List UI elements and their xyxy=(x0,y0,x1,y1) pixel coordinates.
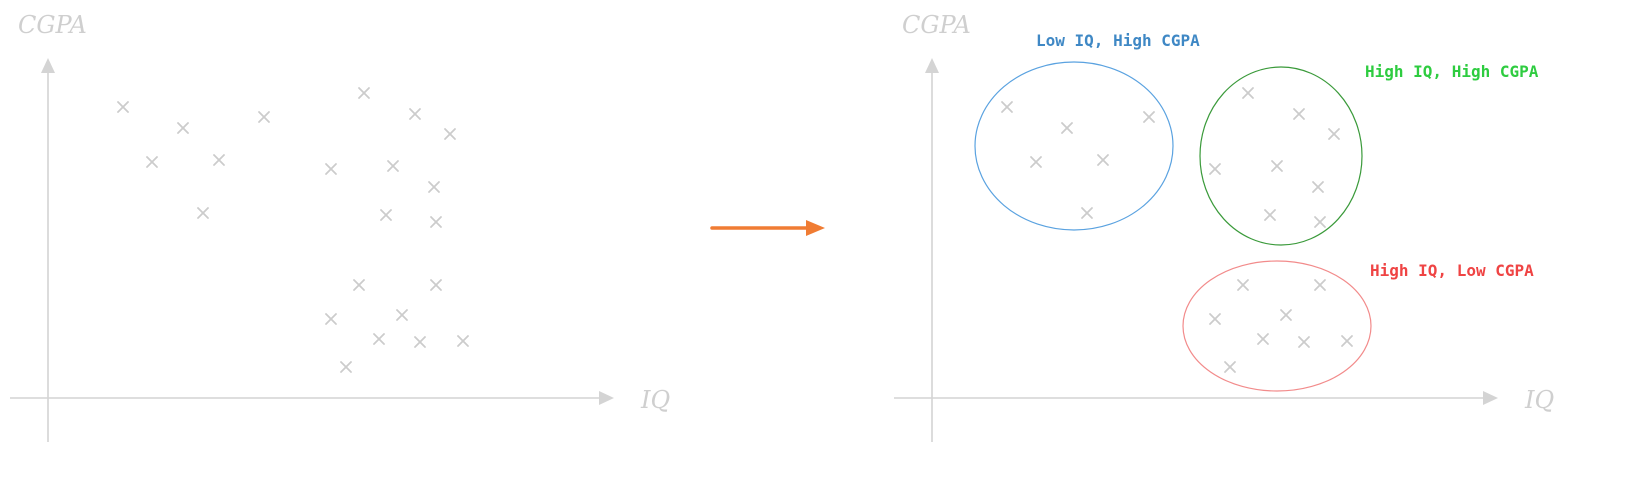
data-point-cross xyxy=(1264,209,1276,221)
data-point-cross xyxy=(358,87,370,99)
data-point-cross xyxy=(1328,128,1340,140)
data-point-cross xyxy=(117,101,129,113)
left-y-axis-label: CGPA xyxy=(18,11,87,39)
right-x-axis-arrowhead xyxy=(1483,391,1498,405)
data-point-cross xyxy=(1257,333,1269,345)
data-point-cross xyxy=(1001,101,1013,113)
data-point-cross xyxy=(1143,111,1155,123)
data-point-cross xyxy=(1209,313,1221,325)
data-point-cross xyxy=(1242,87,1254,99)
data-point-cross xyxy=(325,313,337,325)
data-point-cross xyxy=(146,156,158,168)
right-points xyxy=(1001,87,1353,373)
data-point-cross xyxy=(457,335,469,347)
data-point-cross xyxy=(197,207,209,219)
data-point-cross xyxy=(409,108,421,120)
data-point-cross xyxy=(340,361,352,373)
data-point-cross xyxy=(1314,216,1326,228)
left-x-axis-arrowhead xyxy=(599,391,614,405)
data-point-cross xyxy=(213,154,225,166)
cluster-outline-high-iq-high-cgpa xyxy=(1199,66,1363,246)
data-point-cross xyxy=(1097,154,1109,166)
data-point-cross xyxy=(414,336,426,348)
data-point-cross xyxy=(396,309,408,321)
arrow-head xyxy=(806,220,825,236)
data-point-cross xyxy=(1341,335,1353,347)
data-point-cross xyxy=(1293,108,1305,120)
data-point-cross xyxy=(1271,160,1283,172)
data-point-cross xyxy=(1280,309,1292,321)
data-point-cross xyxy=(1312,181,1324,193)
cluster-outline-low-iq-high-cgpa xyxy=(974,61,1174,231)
cluster-outline-high-iq-low-cgpa xyxy=(1182,260,1372,392)
right-y-axis-arrowhead xyxy=(925,58,939,73)
data-point-cross xyxy=(353,279,365,291)
left-points xyxy=(117,87,469,373)
left-y-axis-arrowhead xyxy=(41,58,55,73)
right-panel: CGPA IQ Low IQ, High CGPA High IQ, High … xyxy=(894,11,1554,442)
data-point-cross xyxy=(387,160,399,172)
right-y-axis-label: CGPA xyxy=(902,11,971,39)
data-point-cross xyxy=(1224,361,1236,373)
data-point-cross xyxy=(258,111,270,123)
cluster-label-low-iq-high-cgpa: Low IQ, High CGPA xyxy=(1036,31,1200,50)
data-point-cross xyxy=(1298,336,1310,348)
data-point-cross xyxy=(1081,207,1093,219)
data-point-cross xyxy=(1314,279,1326,291)
data-point-cross xyxy=(1061,122,1073,134)
data-point-cross xyxy=(430,279,442,291)
data-point-cross xyxy=(325,163,337,175)
data-point-cross xyxy=(380,209,392,221)
left-panel: CGPA IQ xyxy=(10,11,670,442)
data-point-cross xyxy=(373,333,385,345)
transition-arrow xyxy=(710,220,825,236)
cluster-label-high-iq-high-cgpa: High IQ, High CGPA xyxy=(1365,62,1539,81)
data-point-cross xyxy=(1209,163,1221,175)
data-point-cross xyxy=(444,128,456,140)
data-point-cross xyxy=(1030,156,1042,168)
cluster-label-high-iq-low-cgpa: High IQ, Low CGPA xyxy=(1370,261,1534,280)
left-x-axis-label: IQ xyxy=(640,386,670,414)
data-point-cross xyxy=(177,122,189,134)
right-x-axis-label: IQ xyxy=(1524,386,1554,414)
data-point-cross xyxy=(428,181,440,193)
data-point-cross xyxy=(1237,279,1249,291)
data-point-cross xyxy=(430,216,442,228)
